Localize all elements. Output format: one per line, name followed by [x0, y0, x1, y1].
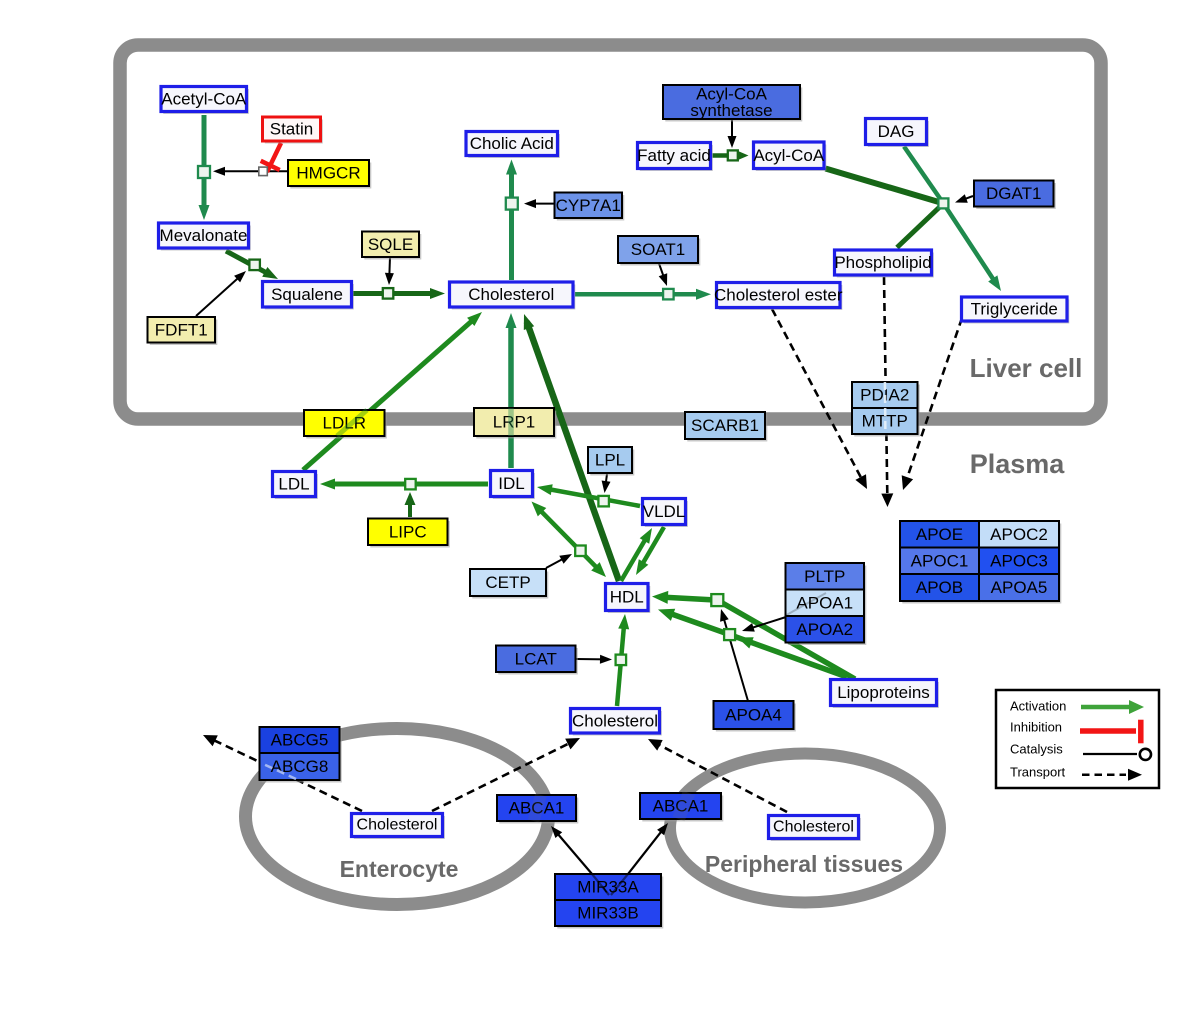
- svg-text:Catalysis: Catalysis: [1010, 742, 1063, 757]
- svg-text:Liver cell: Liver cell: [970, 353, 1083, 383]
- svg-text:SCARB1: SCARB1: [691, 416, 759, 435]
- svg-text:VLDL: VLDL: [643, 502, 686, 521]
- svg-text:LIPC: LIPC: [389, 522, 427, 541]
- svg-text:Cholesterol: Cholesterol: [572, 711, 658, 730]
- svg-text:Acetyl-CoA: Acetyl-CoA: [161, 90, 247, 109]
- svg-text:APOA5: APOA5: [991, 578, 1048, 597]
- svg-text:MIR33A: MIR33A: [577, 878, 639, 897]
- svg-text:Fatty acid: Fatty acid: [637, 146, 711, 165]
- svg-text:DAG: DAG: [878, 122, 915, 141]
- svg-text:LPL: LPL: [595, 451, 625, 470]
- svg-text:APOC3: APOC3: [990, 551, 1048, 570]
- svg-text:APOA2: APOA2: [796, 620, 853, 639]
- svg-text:Cholic Acid: Cholic Acid: [470, 134, 554, 153]
- svg-text:APOC2: APOC2: [990, 525, 1048, 544]
- svg-text:MTTP: MTTP: [862, 412, 908, 431]
- svg-text:Acyl-CoA: Acyl-CoA: [753, 146, 825, 165]
- svg-text:APOC1: APOC1: [911, 551, 969, 570]
- svg-text:Inhibition: Inhibition: [1010, 720, 1062, 735]
- svg-text:Plasma: Plasma: [970, 449, 1066, 479]
- svg-text:LDL: LDL: [278, 475, 309, 494]
- svg-text:IDL: IDL: [498, 474, 524, 493]
- svg-text:APOA4: APOA4: [725, 706, 782, 725]
- svg-text:HDL: HDL: [610, 588, 644, 607]
- svg-text:CETP: CETP: [485, 573, 530, 592]
- svg-text:APOA1: APOA1: [796, 593, 853, 612]
- svg-text:synthetase: synthetase: [690, 101, 772, 120]
- svg-text:Acyl-CoA: Acyl-CoA: [696, 84, 768, 103]
- svg-text:ABCA1: ABCA1: [653, 797, 709, 816]
- svg-text:Enterocyte: Enterocyte: [340, 856, 459, 882]
- svg-text:Cholesterol ester: Cholesterol ester: [714, 286, 843, 305]
- svg-text:HMGCR: HMGCR: [296, 164, 360, 183]
- svg-text:LDLR: LDLR: [323, 414, 366, 433]
- svg-text:APOE: APOE: [916, 525, 963, 544]
- svg-text:Mevalonate: Mevalonate: [160, 226, 248, 245]
- svg-text:Lipoproteins: Lipoproteins: [837, 683, 930, 702]
- svg-text:Cholesterol: Cholesterol: [773, 819, 854, 836]
- svg-text:Statin: Statin: [270, 120, 313, 139]
- svg-text:Activation: Activation: [1010, 699, 1066, 714]
- svg-text:Squalene: Squalene: [271, 285, 343, 304]
- svg-text:ABCG5: ABCG5: [271, 731, 329, 750]
- svg-text:PLTP: PLTP: [804, 567, 845, 586]
- svg-text:ABCA1: ABCA1: [509, 799, 565, 818]
- svg-text:LRP1: LRP1: [493, 413, 536, 432]
- svg-text:APOB: APOB: [916, 578, 963, 597]
- svg-text:SQLE: SQLE: [368, 235, 413, 254]
- svg-text:Cholesterol: Cholesterol: [357, 817, 438, 834]
- svg-text:LCAT: LCAT: [515, 649, 557, 668]
- svg-text:PDIA2: PDIA2: [860, 386, 909, 405]
- svg-text:Triglyceride: Triglyceride: [971, 300, 1058, 319]
- svg-text:Peripheral tissues: Peripheral tissues: [705, 851, 903, 877]
- svg-text:DGAT1: DGAT1: [986, 184, 1041, 203]
- svg-text:Phospholipid: Phospholipid: [834, 253, 931, 272]
- svg-text:MIR33B: MIR33B: [577, 904, 638, 923]
- svg-text:ABCG8: ABCG8: [271, 757, 329, 776]
- svg-text:CYP7A1: CYP7A1: [556, 196, 621, 215]
- svg-text:Cholesterol: Cholesterol: [468, 285, 554, 304]
- svg-text:FDFT1: FDFT1: [155, 320, 208, 339]
- svg-text:SOAT1: SOAT1: [631, 240, 685, 259]
- svg-text:Transport: Transport: [1010, 765, 1066, 780]
